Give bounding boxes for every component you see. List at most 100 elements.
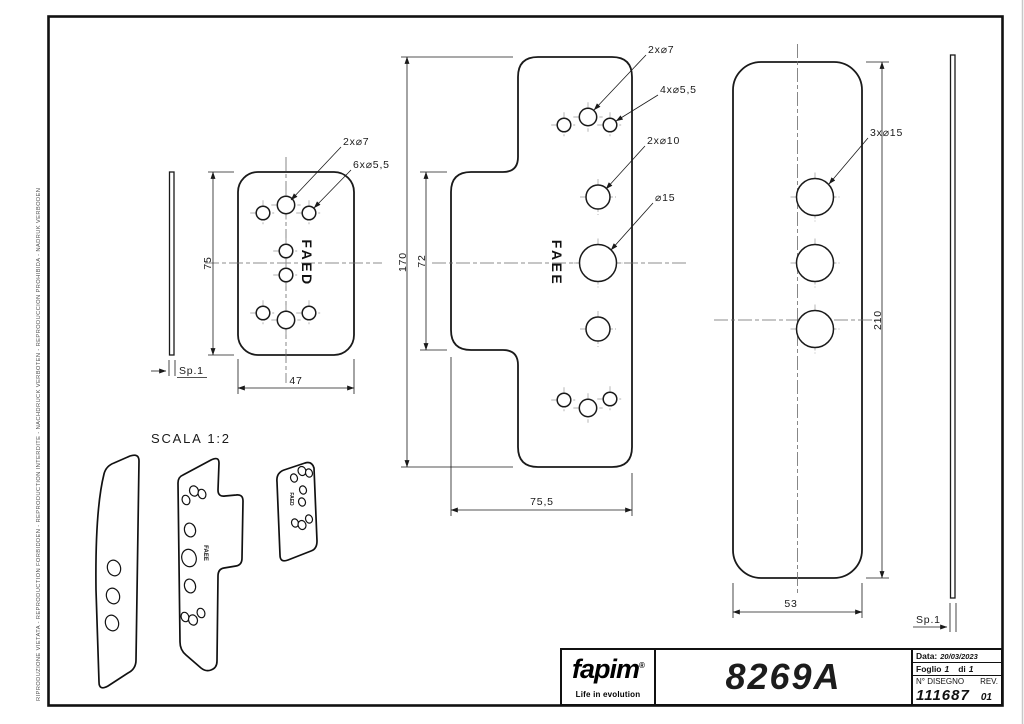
hole-d7 [578, 107, 598, 127]
drawing-number-row: N° DISEGNO REV. 111687 01 [913, 676, 1001, 704]
iso-hole [297, 465, 307, 477]
hole-d10 [585, 316, 611, 342]
sheet-value: 1 [944, 664, 950, 674]
hole-d7 [276, 310, 296, 330]
hole-d55 [556, 392, 572, 408]
iso-hole [197, 488, 207, 500]
iso-hole [183, 522, 197, 538]
logo-text: fapim [572, 654, 640, 684]
faed-plate-outline [237, 171, 355, 356]
iso-hole [297, 497, 307, 507]
leader-line [615, 94, 659, 122]
rev-label: REV. [980, 677, 998, 686]
iso-hole [196, 607, 206, 619]
hole-d55 [602, 117, 618, 133]
faee-width-dim: 75,5 [530, 496, 554, 508]
hole-d55 [255, 305, 271, 321]
hole-d15 [795, 309, 835, 349]
view-faed: Sp.1 FAED 75 47 2x⌀7 6x⌀5,5 [151, 136, 390, 394]
iso-hole [181, 494, 191, 506]
view-faee: FAEE 170 72 75,5 2x⌀7 4x⌀5,5 2x⌀10 ⌀15 [397, 44, 697, 516]
views-3d: FAEE FAED [95, 454, 318, 689]
of-value: 1 [968, 664, 974, 674]
iso-plate-faed [276, 461, 318, 562]
iso-hole [181, 548, 197, 568]
faed-d55-callout: 6x⌀5,5 [353, 159, 390, 171]
faed-side-view-bar [168, 171, 175, 356]
faed-part-marking: FAED [299, 239, 315, 286]
plate3-thickness-label: Sp.1 [916, 614, 941, 626]
faee-plate-outline [450, 56, 633, 468]
leader-line [828, 137, 869, 185]
logo-cell: fapim® Life in evolution [562, 650, 656, 704]
plate3-d15-callout: 3x⌀15 [870, 127, 903, 139]
hole-d15 [795, 177, 835, 217]
title-block: fapim® Life in evolution 8269A Data: 20/… [560, 648, 1003, 706]
reproduction-disclaimer: RIPRODUZIONE VIETATA - REPRODUCTION FORB… [36, 188, 42, 701]
leader-line [290, 146, 342, 201]
date-label: Data: [916, 651, 938, 661]
hole-d7 [276, 195, 296, 215]
faed-d7-callout: 2x⌀7 [343, 136, 369, 148]
logo-tagline: Life in evolution [575, 690, 641, 699]
sheet-frame [47, 15, 1004, 707]
drawing-no-value: 111687 [916, 687, 970, 704]
leader-line [605, 145, 646, 190]
faee-step-dim: 72 [416, 254, 428, 267]
iso-hole [289, 473, 299, 483]
view-plate3: 3x⌀15 210 53 Sp.1 [714, 44, 957, 632]
logo-registered-mark: ® [639, 661, 645, 670]
faee-part-marking: FAEE [549, 240, 565, 287]
faee-d10-callout: 2x⌀10 [647, 135, 680, 147]
hole-d55 [556, 117, 572, 133]
faee-d15-callout: ⌀15 [655, 192, 675, 204]
iso-faed-marking: FAED [288, 492, 294, 506]
rev-value: 01 [980, 692, 992, 703]
iso-hole [106, 559, 122, 577]
iso-hole [298, 485, 308, 495]
date-row: Data: 20/03/2023 [913, 650, 1001, 663]
data-cell: Data: 20/03/2023 Foglio 1 di 1 N° DISEGN… [913, 650, 1001, 704]
iso-hole [304, 514, 314, 524]
leader-line [593, 54, 647, 111]
leader-line [313, 169, 352, 209]
hole-d55 [301, 205, 317, 221]
hole-d55 [278, 243, 294, 259]
hole-d55 [278, 267, 294, 283]
hole-d55 [301, 305, 317, 321]
part-number: 8269A [725, 656, 842, 697]
scale-label: SCALA 1:2 [151, 431, 231, 446]
sheet-label: Foglio [916, 664, 942, 674]
faed-height-dim: 75 [202, 256, 214, 269]
iso-hole [188, 485, 200, 497]
of-label: di [958, 664, 966, 674]
fapim-logo: fapim® [572, 654, 645, 688]
iso-hole [304, 468, 314, 478]
hole-d10 [585, 184, 611, 210]
hole-d15 [578, 243, 618, 283]
hole-d7 [578, 398, 598, 418]
hole-d55 [602, 391, 618, 407]
plate3-height-dim: 210 [872, 310, 884, 330]
iso-hole [297, 519, 307, 531]
leader-line [610, 202, 654, 251]
iso-faee-marking: FAEE [202, 545, 208, 561]
hole-d15 [795, 243, 835, 283]
part-number-cell: 8269A [656, 650, 913, 704]
iso-hole [105, 587, 121, 605]
faee-d7-callout: 2x⌀7 [648, 44, 674, 56]
hole-d55 [255, 205, 271, 221]
sheet-row: Foglio 1 di 1 [913, 663, 1001, 676]
iso-hole [187, 614, 199, 626]
faee-height-dim: 170 [397, 252, 409, 272]
faed-thickness-label: Sp.1 [179, 365, 204, 377]
faee-d55-callout: 4x⌀5,5 [660, 84, 697, 96]
date-value: 20/03/2023 [940, 651, 978, 661]
iso-hole [104, 614, 120, 632]
faed-width-dim: 47 [289, 375, 302, 387]
iso-hole [180, 611, 190, 623]
iso-hole [183, 578, 197, 594]
plate3-width-dim: 53 [784, 598, 797, 610]
